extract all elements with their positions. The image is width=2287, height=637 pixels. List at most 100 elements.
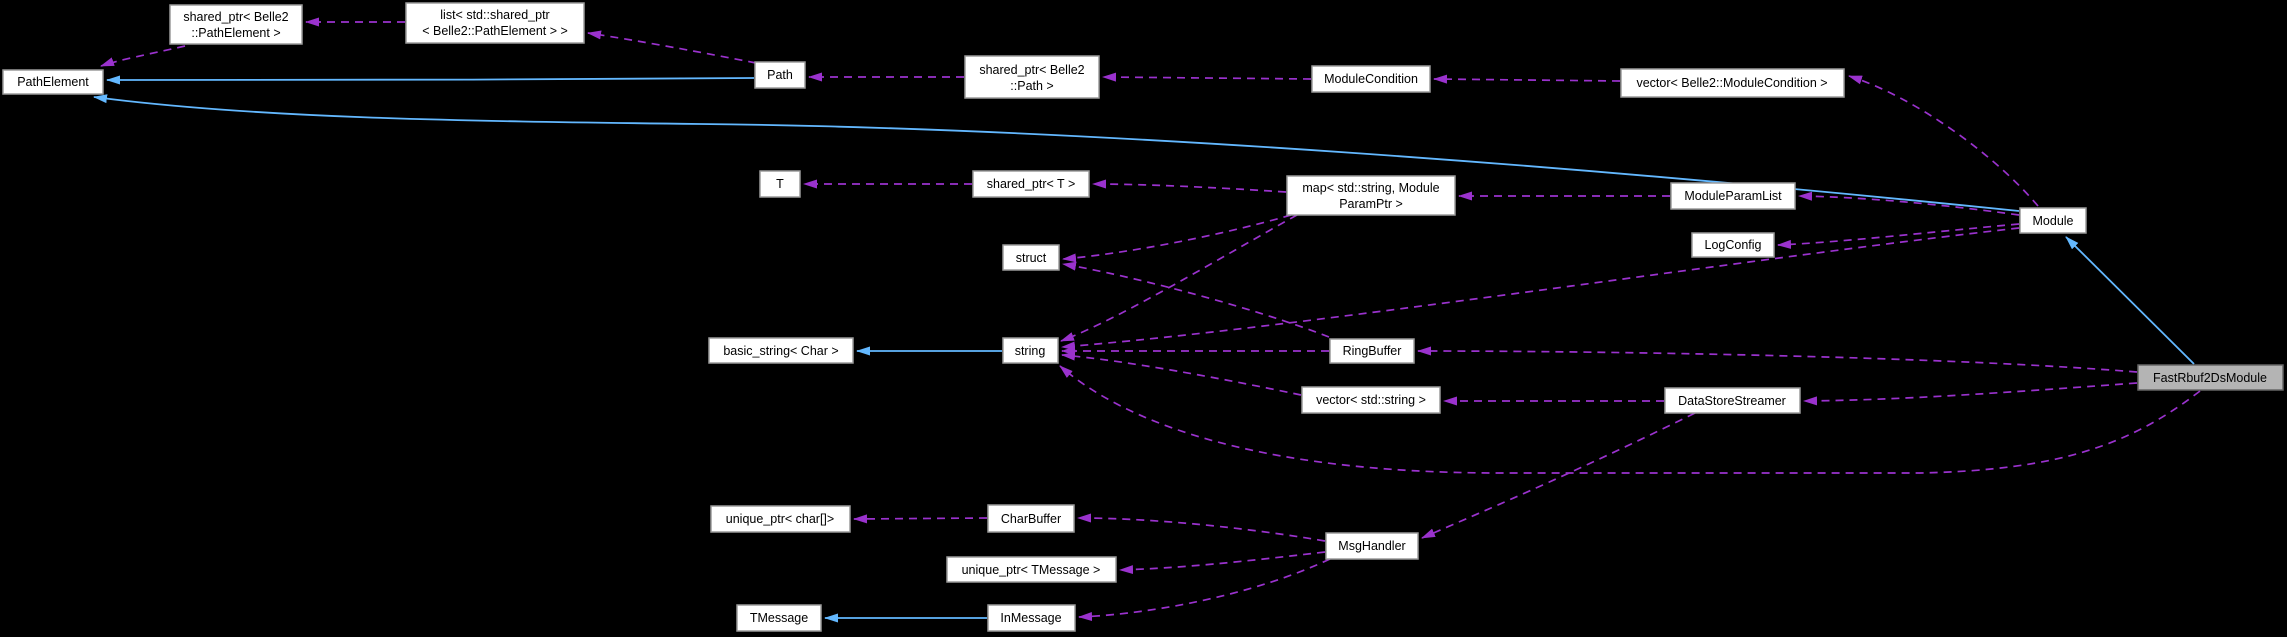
- edge-fastrbuf-to-module-inherit: [2065, 236, 2195, 365]
- node-box: [1311, 65, 1431, 93]
- node-box: [972, 170, 1090, 198]
- node-box: [754, 61, 806, 89]
- node-path[interactable]: Path: [754, 61, 806, 89]
- node-label: PathElement: [17, 75, 89, 89]
- node-label: FastRbuf2DsModule: [2153, 371, 2267, 385]
- node-box: [1691, 232, 1775, 258]
- edge-path-to-pathelement-inherit: [106, 75, 755, 85]
- edge-fastrbuf-to-dss: [1803, 382, 2138, 406]
- node-box: [710, 505, 851, 533]
- node-box: [1664, 387, 1801, 414]
- node-label: T: [776, 177, 784, 191]
- node-box: [2019, 207, 2087, 234]
- node-label: unique_ptr< TMessage >: [962, 563, 1101, 577]
- node-label: Module: [2033, 214, 2074, 228]
- edge-path-to-list: [587, 30, 757, 64]
- node-box: [708, 337, 854, 364]
- node-vector-modulecondition[interactable]: vector< Belle2::ModuleCondition >: [1620, 68, 1845, 98]
- edge-module-to-string: [1061, 227, 2020, 351]
- edge-fastrbuf-to-ringbuffer: [1417, 346, 2138, 373]
- node-label: string: [1015, 344, 1046, 358]
- node-charbuffer[interactable]: CharBuffer: [987, 504, 1075, 533]
- node-label: ::Path >: [1010, 79, 1053, 93]
- node-modulecondition[interactable]: ModuleCondition: [1311, 65, 1431, 93]
- node-box-highlighted: [2137, 364, 2284, 391]
- node-unique-ptr-char[interactable]: unique_ptr< char[]>: [710, 505, 851, 533]
- node-logconfig[interactable]: LogConfig: [1691, 232, 1775, 258]
- node-label: < Belle2::PathElement > >: [422, 24, 568, 38]
- node-struct[interactable]: struct: [1002, 244, 1060, 271]
- node-unique-ptr-tmessage[interactable]: unique_ptr< TMessage >: [946, 556, 1117, 583]
- edge-map-to-string: [1060, 214, 1298, 342]
- node-label: DataStoreStreamer: [1678, 394, 1786, 408]
- inheritance-edge-layer: [93, 75, 2195, 623]
- edge-module-to-pathelement-inherit: [93, 94, 2020, 212]
- node-shared-ptr-t[interactable]: shared_ptr< T >: [972, 170, 1090, 198]
- node-shared-ptr-pathelement[interactable]: shared_ptr< Belle2 ::PathElement >: [169, 4, 303, 45]
- node-label: map< std::string, Module: [1302, 181, 1439, 195]
- node-string[interactable]: string: [1002, 337, 1059, 364]
- node-box: [1301, 386, 1441, 414]
- node-label: MsgHandler: [1338, 539, 1405, 553]
- node-box: [1002, 337, 1059, 364]
- node-box: [987, 504, 1075, 533]
- edge-vector-mc-to-modulecondition: [1433, 74, 1621, 84]
- node-ringbuffer[interactable]: RingBuffer: [1329, 338, 1415, 364]
- node-box: [987, 604, 1076, 632]
- edge-module-to-vector-mc: [1848, 75, 2039, 207]
- node-module[interactable]: Module: [2019, 207, 2087, 234]
- node-box: [1620, 68, 1845, 98]
- edge-ringbuffer-to-struct: [1062, 261, 1330, 338]
- node-label: ParamPtr >: [1339, 197, 1403, 211]
- node-label: LogConfig: [1705, 238, 1762, 252]
- node-box: [169, 4, 303, 45]
- edge-vector-string-to-string: [1061, 351, 1302, 396]
- edge-module-to-logconfig: [1777, 223, 2020, 249]
- node-label: CharBuffer: [1001, 512, 1061, 526]
- node-label: shared_ptr< Belle2: [183, 10, 288, 24]
- node-box: [759, 170, 801, 198]
- node-moduleparamlist[interactable]: ModuleParamList: [1670, 182, 1796, 210]
- node-label: RingBuffer: [1343, 344, 1402, 358]
- node-map-moduleparamptr[interactable]: map< std::string, Module ParamPtr >: [1286, 175, 1456, 216]
- node-box: [946, 556, 1117, 583]
- node-label: list< std::shared_ptr: [440, 8, 549, 22]
- node-label: Path: [767, 68, 793, 82]
- node-list-shared-ptr[interactable]: list< std::shared_ptr < Belle2::PathElem…: [405, 2, 585, 44]
- edge-sharedptr-pathelement-to-pathelement: [100, 45, 186, 67]
- node-shared-ptr-path[interactable]: shared_ptr< Belle2 ::Path >: [964, 55, 1100, 99]
- node-label: shared_ptr< Belle2: [979, 63, 1084, 77]
- edge-modulecondition-to-sharedptr-path: [1102, 72, 1312, 82]
- edge-module-to-mpl: [1798, 191, 2020, 216]
- node-box: [1286, 175, 1456, 216]
- node-box: [1002, 244, 1060, 271]
- node-inmessage[interactable]: InMessage: [987, 604, 1076, 632]
- node-box: [736, 604, 822, 632]
- node-label: TMessage: [750, 611, 808, 625]
- edge-msghandler-to-inmessage: [1078, 558, 1331, 622]
- edge-map-to-struct: [1062, 214, 1292, 263]
- node-tmessage[interactable]: TMessage: [736, 604, 822, 632]
- node-basic-string-char[interactable]: basic_string< Char >: [708, 337, 854, 364]
- node-t[interactable]: T: [759, 170, 801, 198]
- node-label: vector< Belle2::ModuleCondition >: [1636, 76, 1827, 90]
- node-label: ModuleCondition: [1324, 72, 1418, 86]
- node-box: [405, 2, 585, 44]
- node-label: unique_ptr< char[]>: [726, 512, 834, 526]
- node-vector-std-string[interactable]: vector< std::string >: [1301, 386, 1441, 414]
- node-msghandler[interactable]: MsgHandler: [1325, 532, 1419, 560]
- edge-msghandler-to-charbuffer: [1077, 513, 1326, 542]
- node-fastrbuf2dsmodule[interactable]: FastRbuf2DsModule: [2137, 364, 2284, 391]
- node-box: [2, 69, 104, 95]
- node-label: ModuleParamList: [1684, 189, 1782, 203]
- node-label: struct: [1016, 251, 1047, 265]
- node-datastorestreamer[interactable]: DataStoreStreamer: [1664, 387, 1801, 414]
- node-pathelement[interactable]: PathElement: [2, 69, 104, 95]
- node-label: ::PathElement >: [191, 26, 280, 40]
- node-label: InMessage: [1000, 611, 1061, 625]
- edge-layer: [100, 17, 2201, 622]
- node-label: basic_string< Char >: [723, 344, 838, 358]
- edge-fastrbuf-to-string: [1059, 365, 2201, 474]
